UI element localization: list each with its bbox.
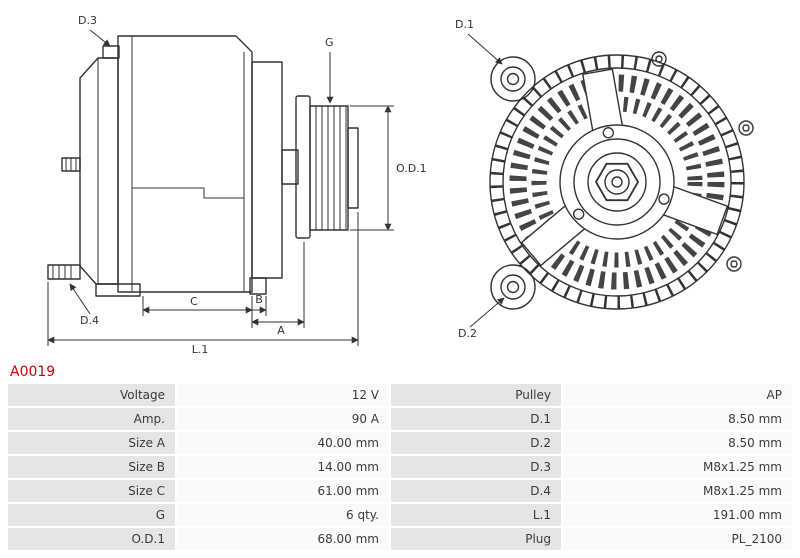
spec-value: AP bbox=[563, 384, 792, 406]
label-od1: O.D.1 bbox=[396, 162, 427, 175]
rear-bolt bbox=[102, 45, 120, 59]
spec-value: M8x1.25 mm bbox=[563, 480, 792, 502]
mount-hole-d2 bbox=[500, 274, 526, 300]
label-g: G bbox=[325, 36, 334, 49]
shaft-nut bbox=[594, 162, 640, 202]
label-d2: D.2 bbox=[458, 327, 477, 340]
spec-value: M8x1.25 mm bbox=[563, 456, 792, 478]
part-number: A0019 bbox=[10, 364, 56, 380]
spec-label: L.1 bbox=[391, 504, 561, 526]
spec-label: D.3 bbox=[391, 456, 561, 478]
spec-value: 191.00 mm bbox=[563, 504, 792, 526]
spec-value: 12 V bbox=[177, 384, 389, 406]
pulley-nose bbox=[347, 127, 359, 209]
front-bracket bbox=[251, 61, 283, 279]
spec-label: Size B bbox=[8, 456, 175, 478]
spec-label: D.2 bbox=[391, 432, 561, 454]
technical-drawing: D.3 G D.4 C B A L.1 O.D.1 bbox=[47, 14, 754, 356]
threaded-stud bbox=[47, 264, 81, 280]
spec-label: Voltage bbox=[8, 384, 175, 406]
spec-label: Size C bbox=[8, 480, 175, 502]
label-a: A bbox=[277, 324, 285, 337]
front-view-leaders bbox=[467, 33, 505, 328]
spec-value: 40.00 mm bbox=[177, 432, 389, 454]
mount-ear-top bbox=[490, 56, 536, 102]
spec-label: Amp. bbox=[8, 408, 175, 430]
shaft bbox=[281, 149, 299, 185]
spec-value: 8.50 mm bbox=[563, 408, 792, 430]
front-view-drawing bbox=[489, 51, 754, 310]
label-b: B bbox=[255, 293, 263, 306]
label-d4: D.4 bbox=[80, 314, 99, 327]
spec-value: 8.50 mm bbox=[563, 432, 792, 454]
label-d1: D.1 bbox=[455, 18, 474, 31]
spec-value: 14.00 mm bbox=[177, 456, 389, 478]
spec-value: 90 A bbox=[177, 408, 389, 430]
label-d3: D.3 bbox=[78, 14, 97, 27]
spec-label: Pulley bbox=[391, 384, 561, 406]
spec-label: O.D.1 bbox=[8, 528, 175, 550]
label-c: C bbox=[190, 295, 198, 308]
spec-label: Size A bbox=[8, 432, 175, 454]
spec-value: PL_2100 bbox=[563, 528, 792, 550]
side-view-dimensions bbox=[47, 29, 394, 346]
label-l1: L.1 bbox=[192, 343, 209, 356]
spec-value: 68.00 mm bbox=[177, 528, 389, 550]
mount-ear-bottom bbox=[490, 264, 536, 310]
spec-label: Plug bbox=[391, 528, 561, 550]
side-view-drawing bbox=[47, 35, 359, 297]
spec-label: D.4 bbox=[391, 480, 561, 502]
spec-value: 6 qty. bbox=[177, 504, 389, 526]
spec-table: Voltage 12 V Pulley AP Amp. 90 A D.1 8.5… bbox=[0, 384, 800, 550]
mount-hole-d1 bbox=[500, 66, 526, 92]
spec-label: G bbox=[8, 504, 175, 526]
alternator-body bbox=[117, 35, 253, 293]
spec-value: 61.00 mm bbox=[177, 480, 389, 502]
spec-label: D.1 bbox=[391, 408, 561, 430]
